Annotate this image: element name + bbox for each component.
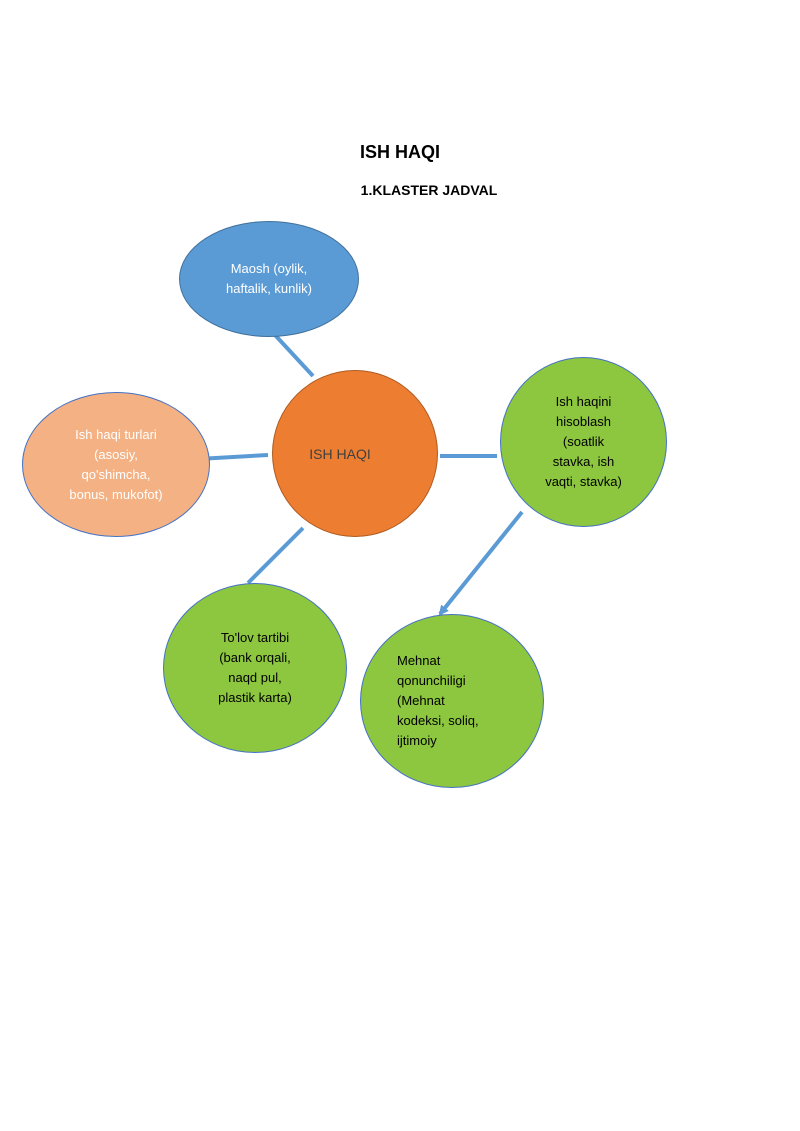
node-turlari-label: Ish haqi turlari (asosiy, qo'shimcha, bo… [69, 426, 163, 502]
node-mehnat-label: Mehnat qonunchiligi (Mehnat kodeksi, sol… [397, 653, 479, 748]
node-hisoblash: Ish haqini hisoblash (soatlik stavka, is… [500, 357, 667, 527]
connector-mehnat [438, 510, 524, 616]
node-center: ISH HAQI [272, 370, 438, 537]
page-title: ISH HAQI [359, 142, 440, 162]
page-subtitle: 1.KLASTER JADVAL [360, 182, 498, 198]
connector-maosh [273, 333, 315, 378]
node-hisoblash-label: Ish haqini hisoblash (soatlik stavka, is… [545, 394, 622, 489]
node-tolov-label: To'lov tartibi (bank orqali, naqd pul, p… [218, 630, 292, 705]
node-center-label: ISH HAQI [309, 445, 371, 462]
node-mehnat: Mehnat qonunchiligi (Mehnat kodeksi, sol… [360, 614, 544, 788]
connector-tolov [246, 526, 305, 585]
node-tolov: To'lov tartibi (bank orqali, naqd pul, p… [163, 583, 347, 753]
node-maosh-label: Maosh (oylik, haftalik, kunlik) [226, 261, 312, 296]
node-turlari: Ish haqi turlari (asosiy, qo'shimcha, bo… [22, 392, 210, 537]
node-maosh: Maosh (oylik, haftalik, kunlik) [179, 221, 359, 337]
